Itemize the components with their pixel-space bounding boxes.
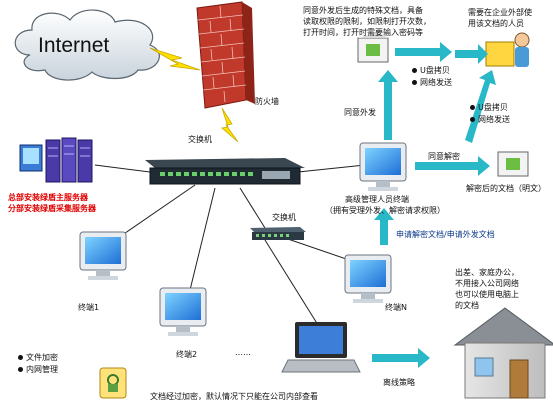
external-user-line-1: 需要在企业外部使	[468, 8, 532, 17]
internet-label: Internet	[38, 34, 110, 57]
arrow-request-up	[374, 208, 394, 245]
arrow-transfer-up	[465, 70, 496, 143]
arrow-decrypt-right	[415, 156, 490, 176]
external-user-icon	[485, 32, 530, 67]
arrow-agree-send-up	[378, 70, 398, 140]
decrypted-doc-label: 解密后的文档（明文）	[466, 184, 546, 193]
transfer-top-item-1: U盘拷贝	[412, 66, 450, 76]
transfer-mid-item-2: 网络发送	[470, 115, 510, 125]
feature-item-1: 文件加密	[18, 353, 58, 363]
arrow-to-doc-right	[395, 42, 452, 62]
terminal-2-icon	[159, 287, 207, 336]
admin-terminal-icon	[359, 142, 407, 191]
special-doc-line-3: 打开时间，打开时需要输入密码等	[303, 28, 423, 37]
decrypted-document-icon	[497, 151, 529, 177]
server-label-2: 分部安装绿盾采集服务器	[8, 204, 96, 213]
arrow-to-user-right	[455, 44, 488, 64]
sub-switch-label: 交换机	[272, 213, 296, 222]
terminal-n-label: 终端N	[385, 303, 407, 312]
special-doc-line-2: 读取权限的限制，如限制打开次数，	[303, 17, 431, 26]
server-label-1: 总部安装绿盾主服务器	[8, 193, 88, 202]
external-user-line-2: 用该文档的人员	[468, 19, 524, 28]
agree-send-label: 同意外发	[344, 108, 376, 117]
transfer-top-item-2: 网络发送	[412, 78, 452, 88]
home-line-1: 出差、家庭办公，	[455, 268, 519, 277]
admin-terminal-line-2: （拥有受理外发、解密请求权限）	[325, 206, 445, 215]
server-group-icon	[19, 137, 93, 183]
agree-decrypt-label: 同意解密	[428, 152, 460, 161]
feature-item-2: 内网管理	[18, 365, 58, 375]
internet-cloud	[14, 9, 160, 81]
admin-terminal-line-1: 高级管理人员终端	[345, 195, 409, 204]
special-document-icon	[357, 32, 389, 63]
terminal-1-label: 终端1	[78, 303, 100, 312]
lightning-bolt-1	[149, 47, 201, 71]
main-switch-icon	[145, 158, 305, 185]
house-icon	[453, 307, 553, 399]
terminal-n-icon	[344, 254, 392, 303]
terminal-dots: ……	[235, 348, 251, 357]
offline-label: 离线策略	[383, 378, 415, 387]
sub-switch-icon	[250, 227, 306, 240]
request-label: 申请解密文档/申请外发文档	[396, 230, 495, 239]
transfer-mid-item-1: U盘拷贝	[470, 103, 508, 113]
firewall-icon	[196, 1, 255, 109]
lightning-bolt-2	[221, 107, 239, 143]
home-line-2: 不用接入公司网络	[455, 279, 519, 288]
arrow-offline-right	[372, 348, 430, 368]
main-switch-label: 交换机	[188, 135, 212, 144]
special-doc-line-1: 同意外发后生成的特殊文档，具备	[303, 6, 423, 15]
encrypted-note: 文档经过加密，默认情况下只能在公司内部查看	[150, 392, 318, 401]
laptop-icon	[281, 322, 361, 373]
encrypted-doc-icon	[99, 367, 127, 399]
home-line-3: 也可以使用电脑上	[455, 290, 519, 299]
firewall-label: 防火墙	[255, 97, 279, 106]
terminal-2-label: 终端2	[176, 350, 198, 359]
terminal-1-icon	[79, 231, 127, 280]
network-cables	[94, 164, 366, 326]
home-line-4: 的文档	[455, 301, 479, 310]
flow-arrows	[372, 42, 496, 368]
